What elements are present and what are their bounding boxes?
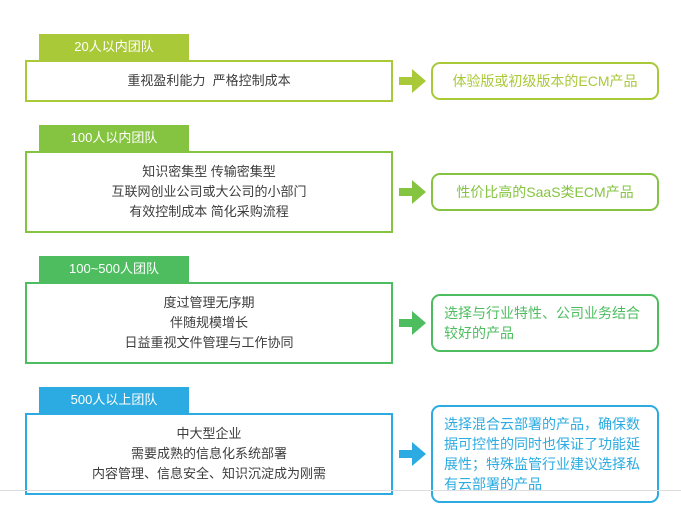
arrow-right-icon [399, 69, 427, 93]
recommendation-box: 体验版或初级版本的ECM产品 [431, 62, 659, 100]
team-traits-box: 重视盈利能力 严格控制成本 [25, 60, 393, 102]
team-row-over-500: 500人以上团队 中大型企业 需要成熟的信息化系统部署 内容管理、信息安全、知识… [25, 387, 659, 503]
recommendation-box: 选择混合云部署的产品，确保数据可控性的同时也保证了功能延展性；特殊监管行业建议选… [431, 405, 659, 503]
team-size-tab: 100人以内团队 [39, 125, 189, 151]
trait-line: 需要成熟的信息化系统部署 [130, 446, 287, 461]
divider [0, 490, 681, 491]
team-size-tab: 500人以上团队 [39, 387, 189, 413]
team-profile-box: 100人以内团队 知识密集型 传输密集型 互联网创业公司或大公司的小部门 有效控… [25, 125, 393, 233]
team-row-under-100: 100人以内团队 知识密集型 传输密集型 互联网创业公司或大公司的小部门 有效控… [25, 125, 659, 233]
trait-line: 知识密集型 传输密集型 [142, 164, 276, 179]
team-row-100-500: 100~500人团队 度过管理无序期 伴随规模增长 日益重视文件管理与工作协同 … [25, 256, 659, 364]
flow-rows: 20人以内团队 重视盈利能力 严格控制成本 体验版或初级版本的ECM产品 100… [25, 34, 659, 503]
trait-line: 重视盈利能力 严格控制成本 [127, 73, 291, 88]
team-size-tab: 20人以内团队 [39, 34, 189, 60]
arrow-right-icon [399, 442, 427, 466]
arrow-right-icon [399, 311, 427, 335]
team-profile-box: 500人以上团队 中大型企业 需要成熟的信息化系统部署 内容管理、信息安全、知识… [25, 387, 393, 495]
arrow-right-icon [399, 180, 427, 204]
team-profile-box: 100~500人团队 度过管理无序期 伴随规模增长 日益重视文件管理与工作协同 [25, 256, 393, 364]
team-size-tab: 100~500人团队 [39, 256, 189, 282]
team-traits-box: 中大型企业 需要成熟的信息化系统部署 内容管理、信息安全、知识沉淀成为刚需 [25, 413, 393, 495]
team-traits-box: 知识密集型 传输密集型 互联网创业公司或大公司的小部门 有效控制成本 简化采购流… [25, 151, 393, 233]
team-profile-box: 20人以内团队 重视盈利能力 严格控制成本 [25, 34, 393, 102]
recommendation-box: 性价比高的SaaS类ECM产品 [431, 173, 659, 211]
team-traits-box: 度过管理无序期 伴随规模增长 日益重视文件管理与工作协同 [25, 282, 393, 364]
trait-line: 度过管理无序期 [163, 295, 255, 310]
trait-line: 互联网创业公司或大公司的小部门 [111, 184, 307, 199]
trait-line: 日益重视文件管理与工作协同 [124, 335, 294, 350]
team-row-under-20: 20人以内团队 重视盈利能力 严格控制成本 体验版或初级版本的ECM产品 [25, 34, 659, 102]
trait-line: 伴随规模增长 [169, 315, 248, 330]
trait-line: 有效控制成本 简化采购流程 [129, 204, 289, 219]
trait-line: 内容管理、信息安全、知识沉淀成为刚需 [91, 466, 326, 481]
trait-line: 中大型企业 [176, 426, 242, 441]
recommendation-box: 选择与行业特性、公司业务结合较好的产品 [431, 294, 659, 352]
